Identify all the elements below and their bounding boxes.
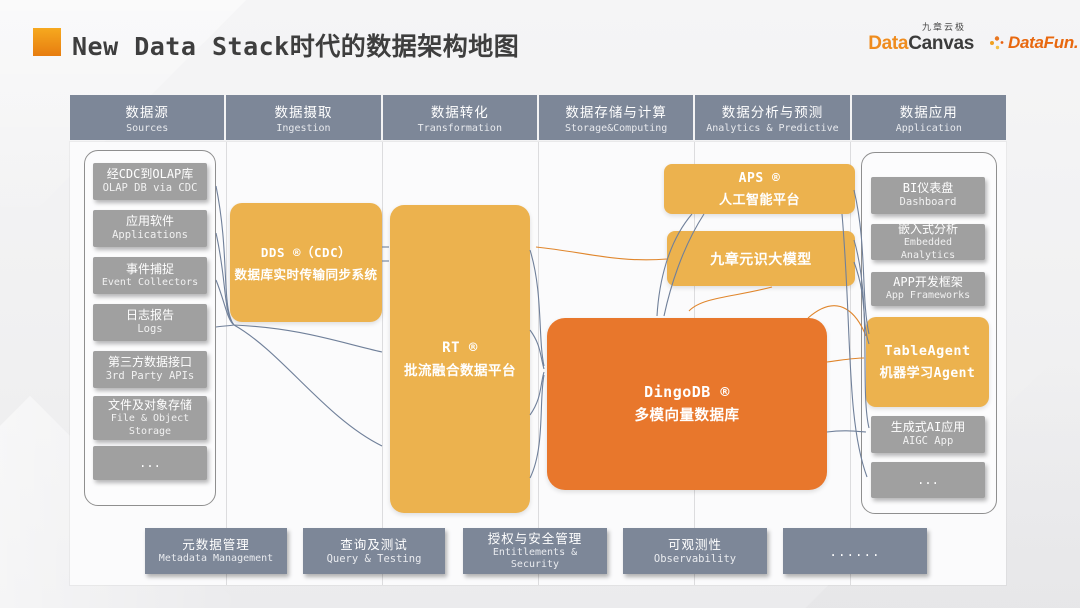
title-accent-square [33,28,61,56]
column-separator [382,142,383,585]
page-title: New Data Stack时代的数据架构地图 [72,32,520,61]
product-box-tableagent: TableAgent 机器学习Agent [866,317,989,407]
product-box-dingodb: DingoDB ® 多模向量数据库 [547,318,827,490]
app-box-more: ... [871,462,985,498]
product-box-model: 九章元识大模型 [667,231,855,286]
column-separator [226,142,227,585]
governance-box-more: ...... [783,528,927,574]
product-box-dds: DDS ®（CDC） 数据库实时传输同步系统 [230,203,382,322]
datacanvas-wordmark: DataCanvas [868,33,974,54]
datacanvas-chinese-name: 九章云极 [921,22,966,32]
product-box-aps: APS ® 人工智能平台 [664,164,855,214]
datacanvas-logo: 九章云极 DataCanvas [862,22,974,54]
datafun-wordmark: DataFun. [1008,33,1079,52]
product-box-rt: RT ® 批流融合数据平台 [390,205,530,513]
datafun-logo: DataFun. [988,33,1079,53]
column-separator [538,142,539,585]
source-box-more: ... [93,446,207,480]
datafun-dots-icon [990,36,1004,50]
